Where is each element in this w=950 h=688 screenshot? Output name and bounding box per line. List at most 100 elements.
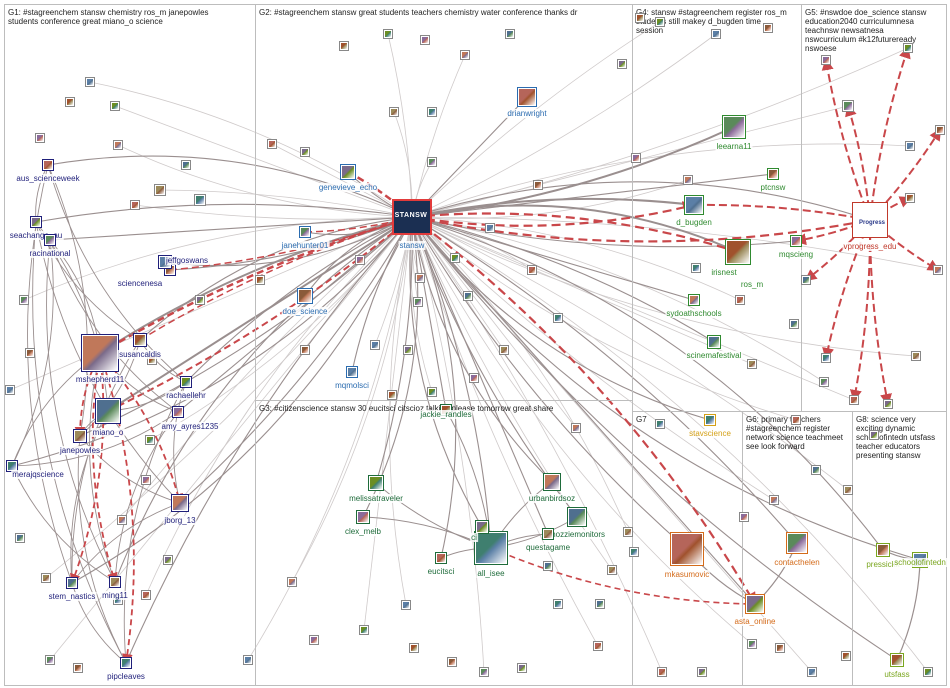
node-clex_melb[interactable] [356, 510, 370, 524]
network-node[interactable] [775, 643, 785, 653]
network-node[interactable] [141, 475, 151, 485]
network-node[interactable] [19, 295, 29, 305]
network-node[interactable] [35, 133, 45, 143]
network-node[interactable] [420, 35, 430, 45]
network-node[interactable] [309, 635, 319, 645]
network-node[interactable] [711, 29, 721, 39]
network-node[interactable] [683, 175, 693, 185]
network-node[interactable] [300, 345, 310, 355]
network-node[interactable] [623, 527, 633, 537]
node-mshepherd11[interactable] [81, 334, 119, 372]
node-ming11[interactable] [109, 576, 121, 588]
network-node[interactable] [485, 223, 495, 233]
vprogress-node[interactable] [852, 202, 888, 238]
network-node[interactable] [460, 50, 470, 60]
network-node[interactable] [499, 345, 509, 355]
network-node[interactable] [243, 655, 253, 665]
network-node[interactable] [469, 373, 479, 383]
network-node[interactable] [553, 313, 563, 323]
node-miano_o[interactable] [95, 398, 121, 424]
network-node[interactable] [849, 395, 859, 405]
node-janepowles[interactable] [73, 429, 87, 443]
node-melissatraveler[interactable] [368, 475, 384, 491]
network-node[interactable] [141, 590, 151, 600]
network-node[interactable] [287, 577, 297, 587]
network-node[interactable] [194, 194, 206, 206]
network-node[interactable] [811, 465, 821, 475]
network-node[interactable] [181, 160, 191, 170]
network-node[interactable] [339, 41, 349, 51]
node-mozziemonitors[interactable] [567, 507, 587, 527]
network-node[interactable] [593, 641, 603, 651]
network-node[interactable] [415, 273, 425, 283]
network-node[interactable] [631, 153, 641, 163]
network-node[interactable] [819, 377, 829, 387]
network-node[interactable] [595, 599, 605, 609]
network-node[interactable] [635, 13, 645, 23]
node-eucitsci[interactable] [435, 552, 447, 564]
network-node[interactable] [145, 435, 155, 445]
network-node[interactable] [739, 512, 749, 522]
network-node[interactable] [617, 59, 627, 69]
network-node[interactable] [935, 125, 945, 135]
network-node[interactable] [427, 387, 437, 397]
node-stem_nastics[interactable] [66, 577, 78, 589]
network-node[interactable] [113, 140, 123, 150]
network-node[interactable] [697, 667, 707, 677]
network-node[interactable] [427, 157, 437, 167]
node-aus_scienceweek[interactable] [42, 159, 54, 171]
node-mqmolsci[interactable] [346, 366, 358, 378]
network-node[interactable] [413, 297, 423, 307]
node-mkasumovic[interactable] [670, 532, 704, 566]
network-node[interactable] [5, 385, 15, 395]
stansw-hub-node[interactable] [392, 199, 432, 235]
node-pipcleaves[interactable] [120, 657, 132, 669]
network-node[interactable] [791, 415, 801, 425]
network-node[interactable] [903, 43, 913, 53]
network-node[interactable] [553, 599, 563, 609]
network-node[interactable] [735, 295, 745, 305]
node-all_isee[interactable] [474, 531, 508, 565]
network-node[interactable] [15, 533, 25, 543]
node-ptcnsw[interactable] [767, 168, 779, 180]
network-node[interactable] [655, 419, 665, 429]
node-mqscieng[interactable] [790, 235, 802, 247]
network-node[interactable] [370, 340, 380, 350]
node-racinational[interactable] [44, 234, 56, 246]
network-node[interactable] [657, 667, 667, 677]
network-node[interactable] [117, 515, 127, 525]
network-node[interactable] [905, 141, 915, 151]
network-node[interactable] [869, 430, 879, 440]
network-node[interactable] [65, 97, 75, 107]
network-node[interactable] [843, 485, 853, 495]
network-node[interactable] [409, 643, 419, 653]
network-node[interactable] [163, 555, 173, 565]
network-node[interactable] [842, 100, 854, 112]
network-node[interactable] [527, 265, 537, 275]
node-pressickk[interactable] [876, 543, 890, 557]
node-stavscience[interactable] [704, 414, 716, 426]
network-node[interactable] [607, 565, 617, 575]
node-susancaldis[interactable] [133, 333, 147, 347]
network-node[interactable] [821, 55, 831, 65]
network-node[interactable] [427, 107, 437, 117]
network-node[interactable] [41, 573, 51, 583]
network-node[interactable] [747, 359, 757, 369]
network-node[interactable] [905, 193, 915, 203]
network-node[interactable] [447, 657, 457, 667]
network-node[interactable] [789, 319, 799, 329]
node-doe_science[interactable] [297, 288, 313, 304]
network-node[interactable] [25, 348, 35, 358]
node-contacthelen[interactable] [786, 532, 808, 554]
node-citscioz[interactable] [475, 520, 489, 534]
network-node[interactable] [533, 180, 543, 190]
network-node[interactable] [154, 184, 166, 196]
node-drianwright[interactable] [517, 87, 537, 107]
node-asta_online[interactable] [745, 594, 765, 614]
network-node[interactable] [821, 353, 831, 363]
network-node[interactable] [403, 345, 413, 355]
node-d_bugden[interactable] [684, 195, 704, 215]
network-node[interactable] [450, 253, 460, 263]
node-utsfass[interactable] [890, 653, 904, 667]
network-node[interactable] [807, 667, 817, 677]
